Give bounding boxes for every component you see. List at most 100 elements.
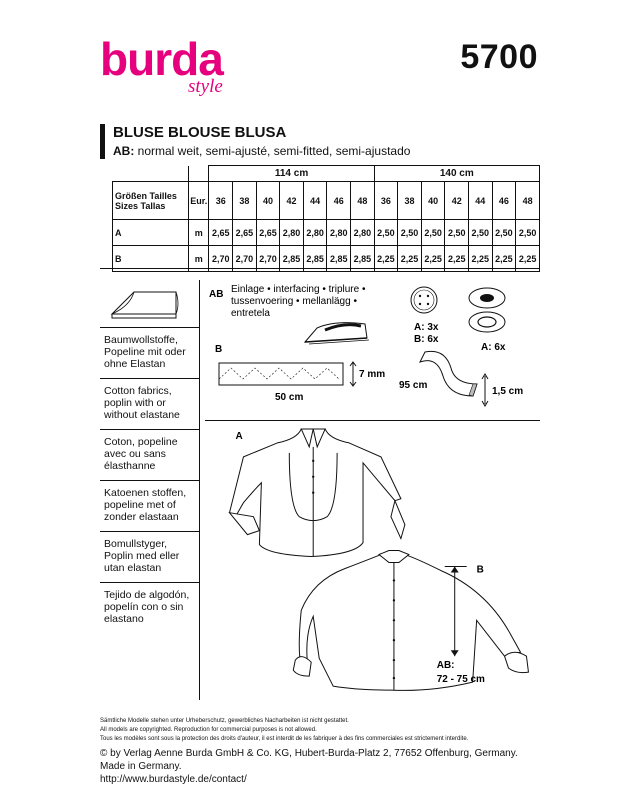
table-row-b: B m 2,70 2,70 2,70 2,85 2,85 2,85 2,85 2… — [112, 245, 540, 272]
blouse-b-drawing — [292, 550, 530, 691]
subtitle-prefix: AB: — [113, 144, 135, 158]
yardage-cell: 2,25 — [468, 245, 493, 272]
size-cell: 46 — [326, 181, 352, 220]
yardage-cell: 2,50 — [420, 219, 446, 246]
fabric-item-es: Tejido de algodón, popelín con o sin ela… — [104, 589, 190, 625]
copyright-line1: Sämtliche Modelle stehen unter Urhebersc… — [100, 718, 349, 724]
button-count-a: A: 3x — [414, 322, 439, 333]
interfacing-line3: entretela — [231, 308, 270, 319]
drawing-label-b: B — [477, 564, 484, 575]
size-cell: 46 — [491, 181, 517, 220]
unit-label: m — [187, 245, 210, 272]
size-cell: 40 — [420, 181, 446, 220]
size-cell: 42 — [444, 181, 469, 220]
elastic-icon — [418, 350, 489, 407]
table-corner-eur — [187, 165, 210, 182]
yardage-cell: 2,25 — [397, 245, 422, 272]
snap-count: A: 6x — [481, 342, 506, 353]
button-count-b: B: 6x — [414, 334, 439, 345]
size-cell: 48 — [350, 181, 375, 220]
fabric-item-de: Baumwollstoffe, Popeline mit oder ohne E… — [100, 328, 200, 379]
unit-label: m — [187, 219, 210, 246]
table-corner — [112, 165, 189, 182]
notions-view-ab: AB — [209, 289, 223, 300]
elastic-length: 95 cm — [399, 380, 427, 391]
title-block: BLUSE BLOUSE BLUSA AB: normal weit, semi… — [100, 124, 540, 159]
yardage-cell: 2,80 — [326, 219, 352, 246]
size-cell: 36 — [208, 181, 234, 220]
copyright-main: © by Verlag Aenne Burda GmbH & Co. KG, H… — [100, 748, 518, 772]
size-cell: 36 — [373, 181, 399, 220]
tape-length: 50 cm — [275, 392, 303, 403]
yardage-cell: 2,25 — [491, 245, 517, 272]
table-row-a: A m 2,65 2,65 2,65 2,80 2,80 2,80 2,80 2… — [112, 219, 540, 246]
yardage-cell: 2,85 — [326, 245, 352, 272]
yardage-cell: 2,65 — [255, 219, 281, 246]
contact-url[interactable]: http://www.burdastyle.de/contact/ — [100, 774, 247, 785]
notions-view-b: B — [215, 344, 222, 355]
notions-panel: AB Einlage • interfacing • triplure • tu… — [209, 284, 523, 407]
yardage-cell: 2,85 — [302, 245, 328, 272]
subtitle-text: normal weit, semi-ajusté, semi-fitted, s… — [134, 144, 411, 158]
yardage-cell: 2,70 — [208, 245, 234, 272]
yardage-cell: 2,85 — [350, 245, 375, 272]
fabric-item-fr: Coton, popeline avec ou sans élasthanne — [100, 430, 200, 481]
width-header-140: 140 cm — [373, 165, 541, 182]
length-value: 72 - 75 cm — [437, 674, 485, 685]
size-label-line1: Größen Tailles — [115, 190, 177, 201]
copyright-block: Sämtliche Modelle stehen unter Urhebersc… — [100, 717, 540, 786]
size-label-line2: Sizes Tallas — [115, 200, 166, 211]
page-title: BLUSE BLOUSE BLUSA — [113, 124, 287, 141]
pattern-number: 5700 — [460, 38, 538, 76]
brand-name: burda — [100, 33, 224, 85]
size-cell: 42 — [279, 181, 304, 220]
technical-drawings: A B AB: 72 - 75 cm — [205, 420, 540, 691]
yardage-cell: 2,25 — [373, 245, 399, 272]
eur-label: Eur. — [187, 181, 210, 220]
yardage-cell: 2,50 — [491, 219, 517, 246]
yardage-cell: 2,80 — [350, 219, 375, 246]
section-divider — [100, 268, 540, 269]
brand-logo: burda style — [100, 36, 250, 98]
button-icon — [410, 286, 438, 314]
copyright-line3: Tous les modèles sont sous la protection… — [100, 736, 469, 742]
bias-tape-icon — [218, 361, 357, 387]
yardage-cell: 2,65 — [232, 219, 257, 246]
yardage-cell: 2,85 — [279, 245, 304, 272]
size-cell: 38 — [232, 181, 257, 220]
size-cell: 40 — [255, 181, 281, 220]
page-subtitle: AB: normal weit, semi-ajusté, semi-fitte… — [113, 144, 540, 159]
yardage-cell: 2,80 — [279, 219, 304, 246]
snap-icon — [468, 287, 506, 333]
tape-width: 7 mm — [359, 369, 385, 380]
brand-sub: style — [188, 76, 223, 97]
yardage-cell: 2,50 — [444, 219, 469, 246]
copyright-line2: All models are copyrighted. Reproduction… — [100, 727, 317, 733]
fabric-item-en: Cotton fabrics, poplin with or without e… — [100, 379, 200, 430]
yardage-cell: 2,65 — [208, 219, 234, 246]
length-arrow — [444, 565, 467, 657]
size-label-cell: Größen Tailles Sizes Tallas — [112, 181, 189, 220]
size-cell: 44 — [468, 181, 493, 220]
fabric-suggestions: Baumwollstoffe, Popeline mit oder ohne E… — [100, 280, 200, 700]
yardage-cell: 2,50 — [515, 219, 540, 246]
fabric-item-sv: Bomullstyger, Poplin med eller utan elas… — [100, 532, 200, 583]
yardage-cell: 2,50 — [373, 219, 399, 246]
yardage-cell: 2,25 — [420, 245, 446, 272]
size-cell: 44 — [302, 181, 328, 220]
fabric-requirements-table: 114 cm 140 cm Größen Tailles Sizes Talla… — [112, 165, 541, 272]
length-prefix: AB: — [437, 660, 455, 671]
elastic-width: 1,5 cm — [492, 386, 523, 397]
size-cell: 48 — [515, 181, 540, 220]
yardage-cell: 2,80 — [302, 219, 328, 246]
fabric-bolt-icon — [110, 291, 179, 319]
iron-icon — [303, 322, 370, 345]
yardage-cell: 2,50 — [397, 219, 422, 246]
drawing-label-a: A — [235, 431, 242, 442]
interfacing-line2: tussenvoering • mellanlägg • — [231, 296, 357, 307]
yardage-cell: 2,25 — [444, 245, 469, 272]
interfacing-line1: Einlage • interfacing • triplure • — [231, 284, 366, 295]
view-label: A — [112, 219, 189, 246]
yardage-cell: 2,70 — [255, 245, 281, 272]
width-header-114: 114 cm — [208, 165, 375, 182]
